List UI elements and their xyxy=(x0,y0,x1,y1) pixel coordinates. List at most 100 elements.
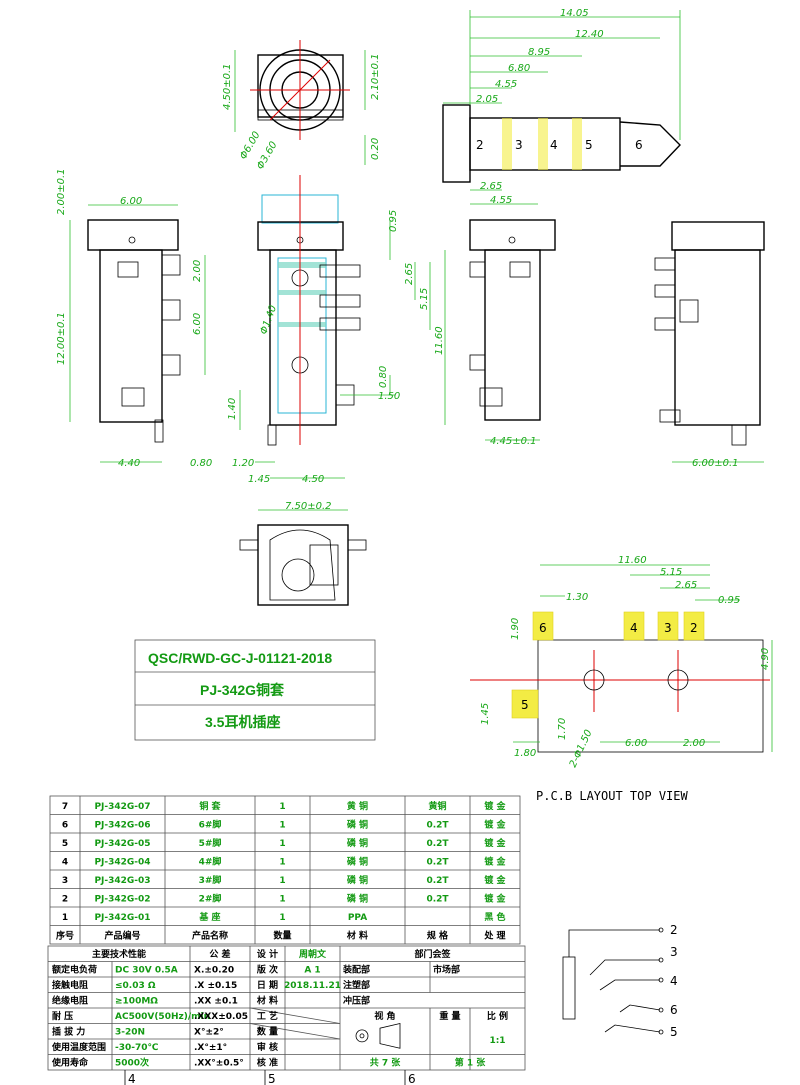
pcb-pad-label-4: 4 xyxy=(630,621,638,635)
pcb-pad-label-2: 2 xyxy=(690,621,698,635)
spec-label: 使用寿命 xyxy=(51,1057,89,1069)
spec-value: ≤0.03 Ω xyxy=(115,981,156,991)
parts-cell: 0.2T xyxy=(426,839,449,849)
pcb-dim-7: 4.90 xyxy=(760,648,771,670)
spec-label: 插 拔 力 xyxy=(52,1026,85,1038)
plug-dim-14: 14.05 xyxy=(560,8,589,19)
grid-markers: 4 5 6 xyxy=(124,1070,416,1085)
parts-cell: 3#脚 xyxy=(199,874,222,886)
parts-cell: 黄 铜 xyxy=(347,800,368,812)
left-dim-h: 12.00±0.1 xyxy=(56,312,67,365)
pcb-pad-6 xyxy=(532,611,554,641)
plug-dim-12: 12.40 xyxy=(575,29,604,40)
left-dim-a: 2.00 xyxy=(192,260,203,282)
spec-scale: 比 例 xyxy=(487,1010,508,1022)
pin-schematic: 2 3 4 6 5 xyxy=(562,923,678,1039)
spec-dept-name: 注塑部 xyxy=(343,979,370,991)
front-dim-e: 0.80 xyxy=(378,366,389,388)
front-dim-h: 1.45 xyxy=(248,474,270,485)
parts-cell: 4 xyxy=(62,858,68,868)
front-dim-b: 2.65 xyxy=(404,263,415,285)
parts-cell: PJ-342G-01 xyxy=(94,913,150,923)
spec-diag xyxy=(249,1023,341,1040)
front-dim-j: Φ1.40 xyxy=(258,304,279,336)
spec-info-label: 设 计 xyxy=(257,948,278,960)
parts-cell: PJ-342G-03 xyxy=(94,876,150,886)
spec-weight: 重 量 xyxy=(439,1010,460,1022)
top-dim-2: 2.10±0.1 xyxy=(370,53,381,100)
parts-cell: 铜 套 xyxy=(199,800,221,812)
parts-cell: 1 xyxy=(279,821,285,831)
spec-dept: 部门会签 xyxy=(414,948,451,960)
left-dim-top: 2.00±0.1 xyxy=(56,168,67,215)
part-name: 3.5耳机插座 xyxy=(205,714,280,730)
parts-cell: 1 xyxy=(279,895,285,905)
parts-cell: 磷 铜 xyxy=(347,874,368,886)
parts-cell: PPA xyxy=(348,913,367,923)
plug-pin-3: 3 xyxy=(515,138,523,152)
top-view: 4.50±0.1 2.10±0.1 Φ6.00 Φ3.60 0.20 xyxy=(222,40,381,172)
parts-cell: 6#脚 xyxy=(199,819,222,831)
grid-5: 5 xyxy=(268,1072,276,1085)
parts-header: 数量 xyxy=(273,930,291,942)
parts-cell: 1 xyxy=(279,839,285,849)
left-dim-e: 0.80 xyxy=(190,458,212,469)
left-dim-d: 4.40 xyxy=(118,458,140,469)
plug-dim-4: 4.55 xyxy=(495,79,517,90)
top-dim-1: 4.50±0.1 xyxy=(222,63,233,110)
plug-dim-9: 8.95 xyxy=(528,47,550,58)
spec-tolerance: .XX°±0.5° xyxy=(194,1059,244,1069)
parts-header: 处 理 xyxy=(483,930,505,942)
spec-info-label: 核 准 xyxy=(257,1057,278,1069)
spec-value: 3-20N xyxy=(115,1028,145,1038)
parts-cell: 基 座 xyxy=(198,911,220,923)
pcb-dim-4: 0.95 xyxy=(718,595,740,606)
plug-pin-5: 5 xyxy=(585,138,593,152)
parts-cell: 磷 铜 xyxy=(347,893,368,905)
parts-cell: 0.2T xyxy=(426,858,449,868)
left-view: 6.00 2.00±0.1 12.00±0.1 2.00 6.00 1.40 4… xyxy=(56,168,241,469)
spec-sheet: 第 1 张 xyxy=(455,1057,487,1069)
parts-cell: 5 xyxy=(62,839,68,849)
parts-cell: 黄铜 xyxy=(428,800,446,812)
parts-cell: 黑 色 xyxy=(484,911,505,923)
spec-info-value: 周朝文 xyxy=(299,948,327,960)
parts-cell: 镀 金 xyxy=(484,874,506,886)
parts-header: 规 格 xyxy=(427,930,449,942)
spec-label: 绝缘电阻 xyxy=(52,995,88,1007)
pcb-dim-12: 6.00 xyxy=(625,738,647,749)
spec-info-value: 2018.11.21 xyxy=(284,981,341,991)
pcb-pad-label-3: 3 xyxy=(664,621,672,635)
projection-symbol-icon xyxy=(355,1029,369,1043)
plug-pin-2: 2 xyxy=(476,138,484,152)
pcb-dim-6: 1.90 xyxy=(510,618,521,640)
spec-dept-name: 装配部 xyxy=(342,964,370,976)
parts-cell: 6 xyxy=(62,821,68,831)
plug-dim-2: 2.05 xyxy=(476,94,498,105)
schematic-pin-2: 2 xyxy=(670,923,678,937)
front-dim-g: 1.20 xyxy=(232,458,254,469)
parts-cell: 镀 金 xyxy=(484,893,506,905)
front-view: 0.95 2.65 5.15 11.60 0.80 1.50 1.20 1.45… xyxy=(232,175,446,485)
parts-cell: 1 xyxy=(279,858,285,868)
parts-cell: PJ-342G-04 xyxy=(94,858,150,868)
parts-cell: PJ-342G-02 xyxy=(94,895,150,905)
spec-info-value: A 1 xyxy=(304,966,320,976)
projection-symbol-icon xyxy=(359,1033,365,1039)
grid-4: 4 xyxy=(128,1072,136,1085)
front-dim-d: 11.60 xyxy=(434,326,445,355)
spec-info-label: 数 量 xyxy=(257,1026,278,1038)
plug-pin-6: 6 xyxy=(635,138,643,152)
spec-tolerance: X.±0.20 xyxy=(194,966,234,976)
spec-info-label: 工 艺 xyxy=(257,1010,278,1022)
left-dim-w: 6.00 xyxy=(120,196,142,207)
left-dim-c: 1.40 xyxy=(227,398,238,420)
parts-cell: 4#脚 xyxy=(199,856,222,868)
side-dim-w: 6.00±0.1 xyxy=(692,458,739,469)
pcb-dim-5: 1.30 xyxy=(566,592,588,603)
front-dim-a: 0.95 xyxy=(388,210,399,232)
spec-info-label: 审 核 xyxy=(257,1041,278,1053)
drawing-code: QSC/RWD-GC-J-01121-2018 xyxy=(148,650,332,666)
pcb-dim-1: 11.60 xyxy=(618,555,647,566)
